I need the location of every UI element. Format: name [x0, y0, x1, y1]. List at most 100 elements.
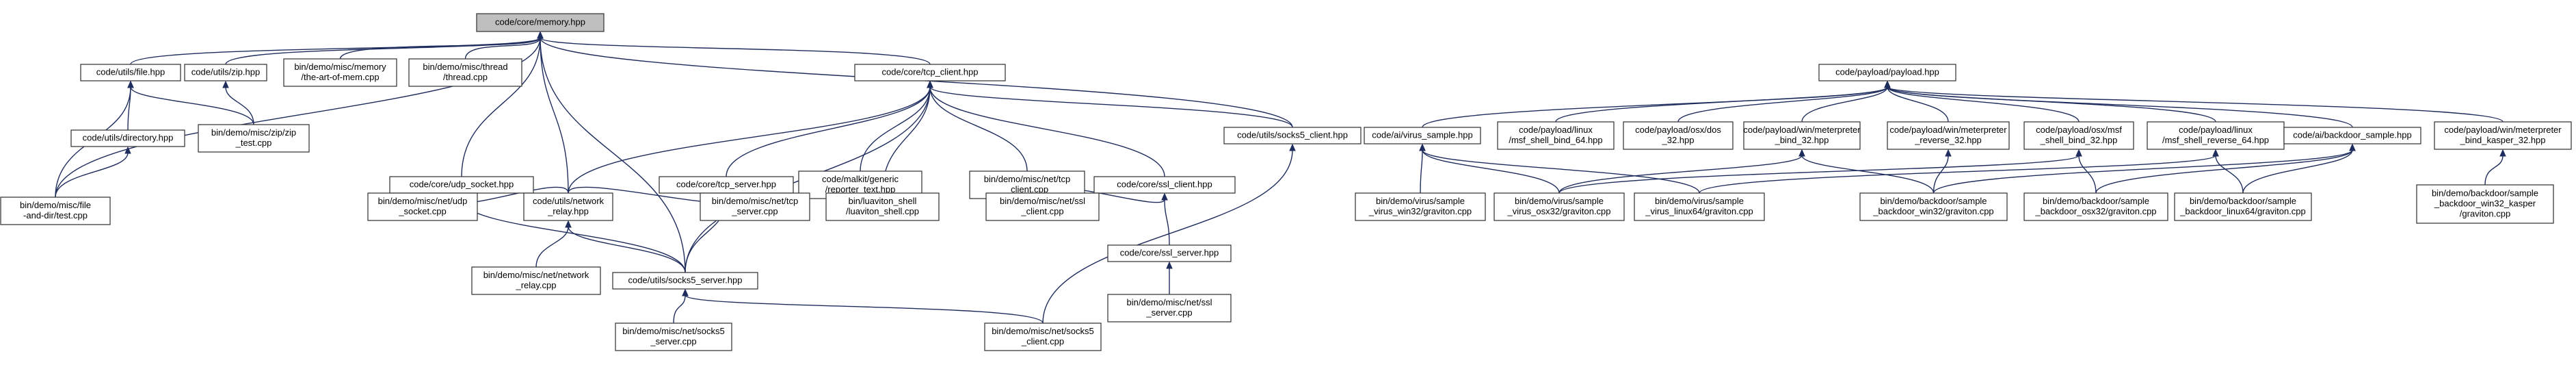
node-label: code/payload/payload.hpp [1835, 67, 1939, 77]
node-box[interactable] [1743, 121, 1861, 150]
node-box[interactable] [471, 266, 601, 295]
node-box[interactable] [1107, 244, 1232, 262]
node-memory[interactable]: code/core/memory.hpp [476, 13, 605, 32]
node-box[interactable] [184, 64, 267, 81]
node-osx-bind32[interactable]: code/payload/osx/msf_shell_bind_32.hpp [2023, 121, 2134, 150]
edge-osx_dos32-to-payload [1677, 86, 1888, 123]
node-udp-socket[interactable]: code/core/udp_socket.hpp [389, 176, 534, 194]
node-virus-linux64[interactable]: bin/demo/virus/sample_virus_linux64/grav… [1634, 192, 1765, 221]
node-box[interactable] [80, 64, 181, 81]
node-tcp-client[interactable]: code/core/tcp_client.hpp [854, 64, 1006, 81]
node-box[interactable] [1634, 192, 1765, 221]
node-box[interactable] [389, 176, 534, 194]
node-tcp-server[interactable]: code/core/tcp_server.hpp [659, 176, 794, 194]
node-box[interactable] [2147, 121, 2285, 150]
node-box[interactable] [659, 176, 794, 194]
node-bd-win32[interactable]: bin/demo/backdoor/sample_backdoor_win32/… [1859, 192, 2008, 221]
node-payload[interactable]: code/payload/payload.hpp [1818, 64, 1956, 81]
node-linux-bind64[interactable]: code/payload/linux/msf_shell_bind_64.hpp [1497, 121, 1615, 150]
node-virus-win32[interactable]: bin/demo/virus/sample_virus_win32/gravit… [1355, 192, 1486, 221]
node-backdoor-sample[interactable]: code/ai/backdoor_sample.hpp [2283, 127, 2421, 144]
node-label: code/utils/directory.hpp [83, 133, 174, 143]
node-socks5-client[interactable]: code/utils/socks5_client.hpp [1223, 127, 1362, 144]
node-box[interactable] [1493, 192, 1625, 221]
node-virus-sample[interactable]: code/ai/virus_sample.hpp [1364, 127, 1481, 144]
node-ssl-client[interactable]: code/core/ssl_client.hpp [1093, 176, 1236, 194]
node-osx-dos32[interactable]: code/payload/osx/dos_32.hpp [1623, 121, 1734, 150]
node-box[interactable] [1887, 121, 2010, 150]
node-label: _backdoor_win32/graviton.cpp [1872, 206, 1993, 216]
node-file[interactable]: code/utils/file.hpp [80, 64, 181, 81]
node-zip[interactable]: code/utils/zip.hpp [184, 64, 267, 81]
edge-socks5_server-to-network_relay [568, 226, 686, 273]
arrowhead [682, 288, 689, 296]
node-box[interactable] [367, 192, 478, 221]
node-label: _client.cpp [1005, 184, 1048, 194]
node-box[interactable] [854, 64, 1006, 81]
node-box[interactable] [985, 192, 1100, 221]
node-box[interactable] [198, 124, 310, 153]
node-net-relay[interactable]: bin/demo/misc/net/network_relay.cpp [471, 266, 601, 295]
node-label: bin/demo/misc/net/ssl [1127, 297, 1212, 307]
node-box[interactable] [1107, 294, 1232, 322]
node-box[interactable] [1497, 121, 1615, 150]
node-socks5-server[interactable]: code/utils/socks5_server.hpp [612, 272, 758, 290]
node-box[interactable] [2283, 127, 2421, 144]
node-box[interactable] [1859, 192, 2008, 221]
node-label: bin/demo/virus/sample [1515, 196, 1604, 206]
node-win-met-bind32[interactable]: code/payload/win/meterpreter_bind_32.hpp [1743, 121, 1861, 150]
node-box[interactable] [2023, 192, 2168, 221]
node-virus-osx32[interactable]: bin/demo/virus/sample_virus_osx32/gravit… [1493, 192, 1625, 221]
node-directory[interactable]: code/utils/directory.hpp [70, 129, 185, 147]
node-artofmem[interactable]: bin/demo/misc/memory/the-art-of-mem.cpp [283, 58, 397, 87]
node-box[interactable] [700, 192, 810, 221]
node-box[interactable] [476, 13, 605, 32]
node-thread[interactable]: bin/demo/misc/thread/thread.cpp [408, 58, 522, 87]
node-box[interactable] [523, 192, 613, 221]
node-label: _relay.hpp [547, 206, 589, 216]
node-zip-test[interactable]: bin/demo/misc/zip/zip_test.cpp [198, 124, 310, 153]
node-filedirtest[interactable]: bin/demo/misc/file-and-dir/test.cpp [0, 197, 111, 225]
node-box[interactable] [1355, 192, 1486, 221]
node-box[interactable] [0, 197, 111, 225]
node-net-socks5-server[interactable]: bin/demo/misc/net/socks5_server.cpp [615, 322, 732, 351]
node-ssl-server[interactable]: code/core/ssl_server.hpp [1107, 244, 1232, 262]
node-box[interactable] [2174, 192, 2312, 221]
arrowhead [1884, 80, 1891, 88]
node-box[interactable] [1818, 64, 1956, 81]
node-bd-linux64[interactable]: bin/demo/backdoor/sample_backdoor_linux6… [2174, 192, 2312, 221]
node-box[interactable] [1223, 127, 1362, 144]
node-linux-rev64[interactable]: code/payload/linux/msf_shell_reverse_64.… [2147, 121, 2285, 150]
node-luaviton[interactable]: bin/luaviton_shell/luaviton_shell.cpp [825, 192, 940, 221]
node-box[interactable] [825, 192, 940, 221]
edge-zip-to-memory [225, 37, 541, 65]
node-box[interactable] [1623, 121, 1734, 150]
edge-net_tcp_client-to-tcp_client [929, 86, 1028, 172]
node-net-tcp-server[interactable]: bin/demo/misc/net/tcp_server.cpp [700, 192, 810, 221]
node-win-met-rev32[interactable]: code/payload/win/meterpreter_reverse_32.… [1887, 121, 2010, 150]
node-box[interactable] [2416, 184, 2554, 224]
node-box[interactable] [612, 272, 758, 290]
node-box[interactable] [70, 129, 185, 147]
node-box[interactable] [2434, 121, 2572, 150]
node-net-socks5-client[interactable]: bin/demo/misc/net/socks5_client.cpp [984, 322, 1102, 351]
node-net-udp[interactable]: bin/demo/misc/net/udp_socket.cpp [367, 192, 478, 221]
node-label: -and-dir/test.cpp [23, 210, 88, 220]
node-net-ssl-server[interactable]: bin/demo/misc/net/ssl_server.cpp [1107, 294, 1232, 322]
node-win-met-kasper[interactable]: code/payload/win/meterpreter_bind_kasper… [2434, 121, 2572, 150]
edge-net_relay-to-network_relay [535, 226, 569, 268]
node-box[interactable] [283, 58, 397, 87]
node-box[interactable] [1093, 176, 1236, 194]
edge-bd_linux64-to-backdoor_sample [2242, 149, 2353, 194]
edge-osx_bind32-to-payload [1887, 86, 2080, 123]
node-bd-win32-kasper[interactable]: bin/demo/backdoor/sample_backdoor_win32_… [2416, 184, 2554, 224]
node-network-relay[interactable]: code/utils/network_relay.hpp [523, 192, 613, 221]
node-box[interactable] [408, 58, 522, 87]
node-bd-osx32[interactable]: bin/demo/backdoor/sample_backdoor_osx32/… [2023, 192, 2168, 221]
node-box[interactable] [2023, 121, 2134, 150]
node-box[interactable] [1364, 127, 1481, 144]
node-box[interactable] [984, 322, 1102, 351]
node-net-ssl-client[interactable]: bin/demo/misc/net/ssl_client.cpp [985, 192, 1100, 221]
node-box[interactable] [615, 322, 732, 351]
